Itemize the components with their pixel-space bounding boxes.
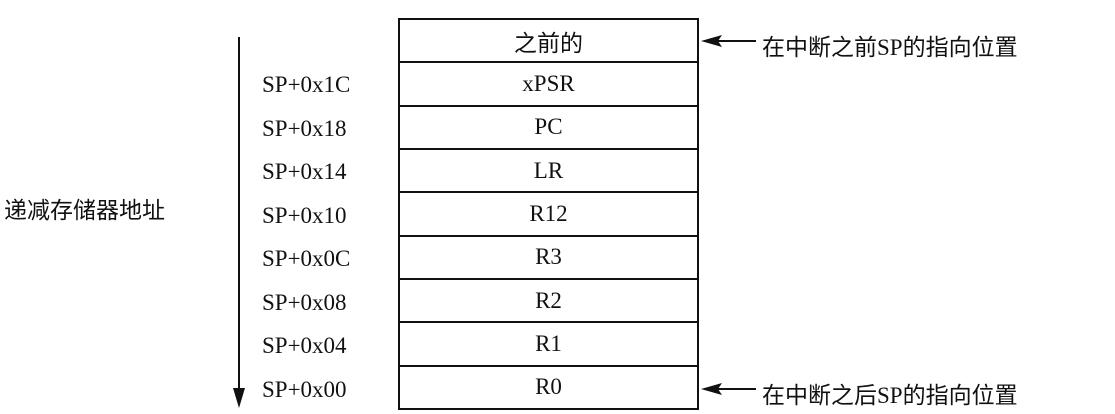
stack-cell: LR	[400, 150, 697, 194]
offset-label: SP+0x1C	[262, 72, 351, 97]
offset-label: SP+0x08	[262, 290, 347, 315]
left-arrowhead-icon	[701, 35, 722, 47]
stack-cell: xPSR	[400, 63, 697, 107]
stack-cell: R12	[400, 193, 697, 237]
offset-label: SP+0x0C	[262, 246, 351, 271]
stack-cell: R1	[400, 323, 697, 367]
offset-label: SP+0x10	[262, 203, 347, 228]
stack-cell: PC	[400, 107, 697, 150]
stack-cell: R2	[400, 280, 697, 324]
offset-label: SP+0x00	[262, 377, 347, 402]
sp-after-note: 在中断之后SP的指向位置	[762, 383, 1018, 408]
offset-label: SP+0x04	[262, 333, 347, 358]
decreasing-address-label: 递减存储器地址	[4, 198, 165, 223]
stack-cell: R0	[535, 374, 562, 400]
stack-cell: R3	[400, 237, 697, 280]
left-arrowhead-icon	[701, 383, 722, 395]
stack-table: 之前的 xPSR PC LR R12 R3 R2 R1 R0	[398, 18, 699, 410]
down-arrowhead-icon	[233, 388, 245, 408]
stack-cell: 之前的	[400, 20, 697, 64]
sp-before-note: 在中断之前SP的指向位置	[762, 35, 1018, 60]
offset-label: SP+0x14	[262, 159, 347, 184]
offset-label: SP+0x18	[262, 116, 347, 141]
